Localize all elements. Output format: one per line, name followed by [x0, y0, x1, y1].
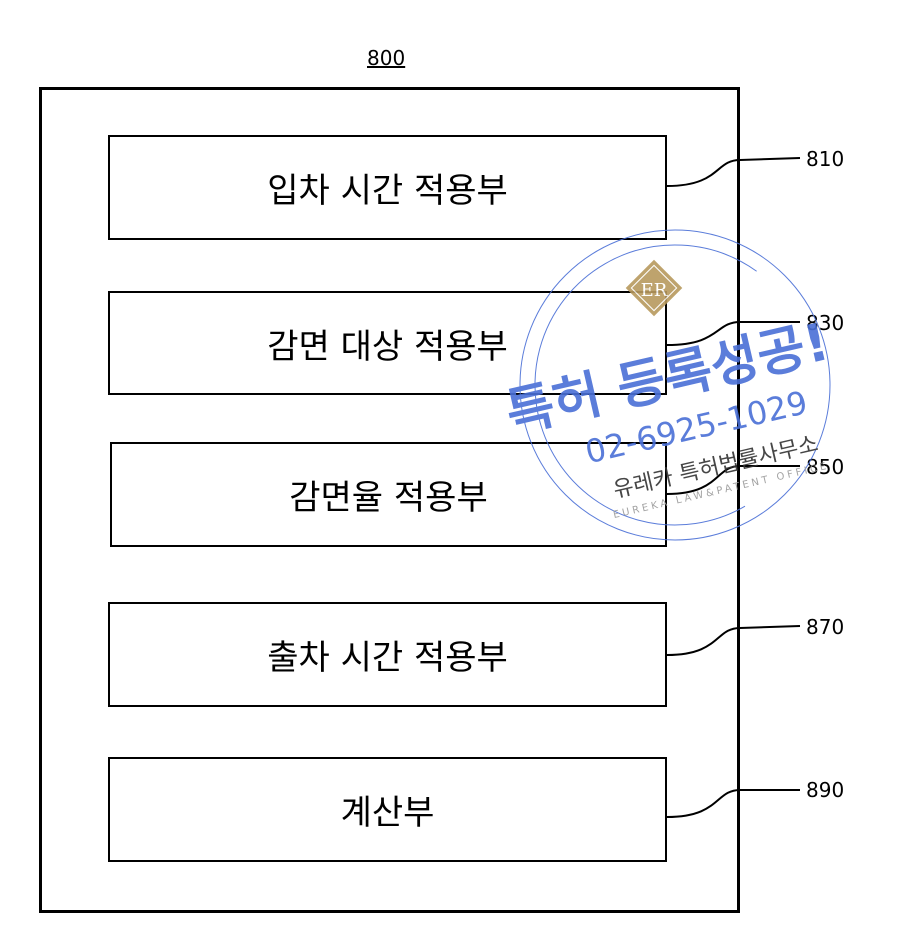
logo-text: ER: [641, 280, 668, 301]
